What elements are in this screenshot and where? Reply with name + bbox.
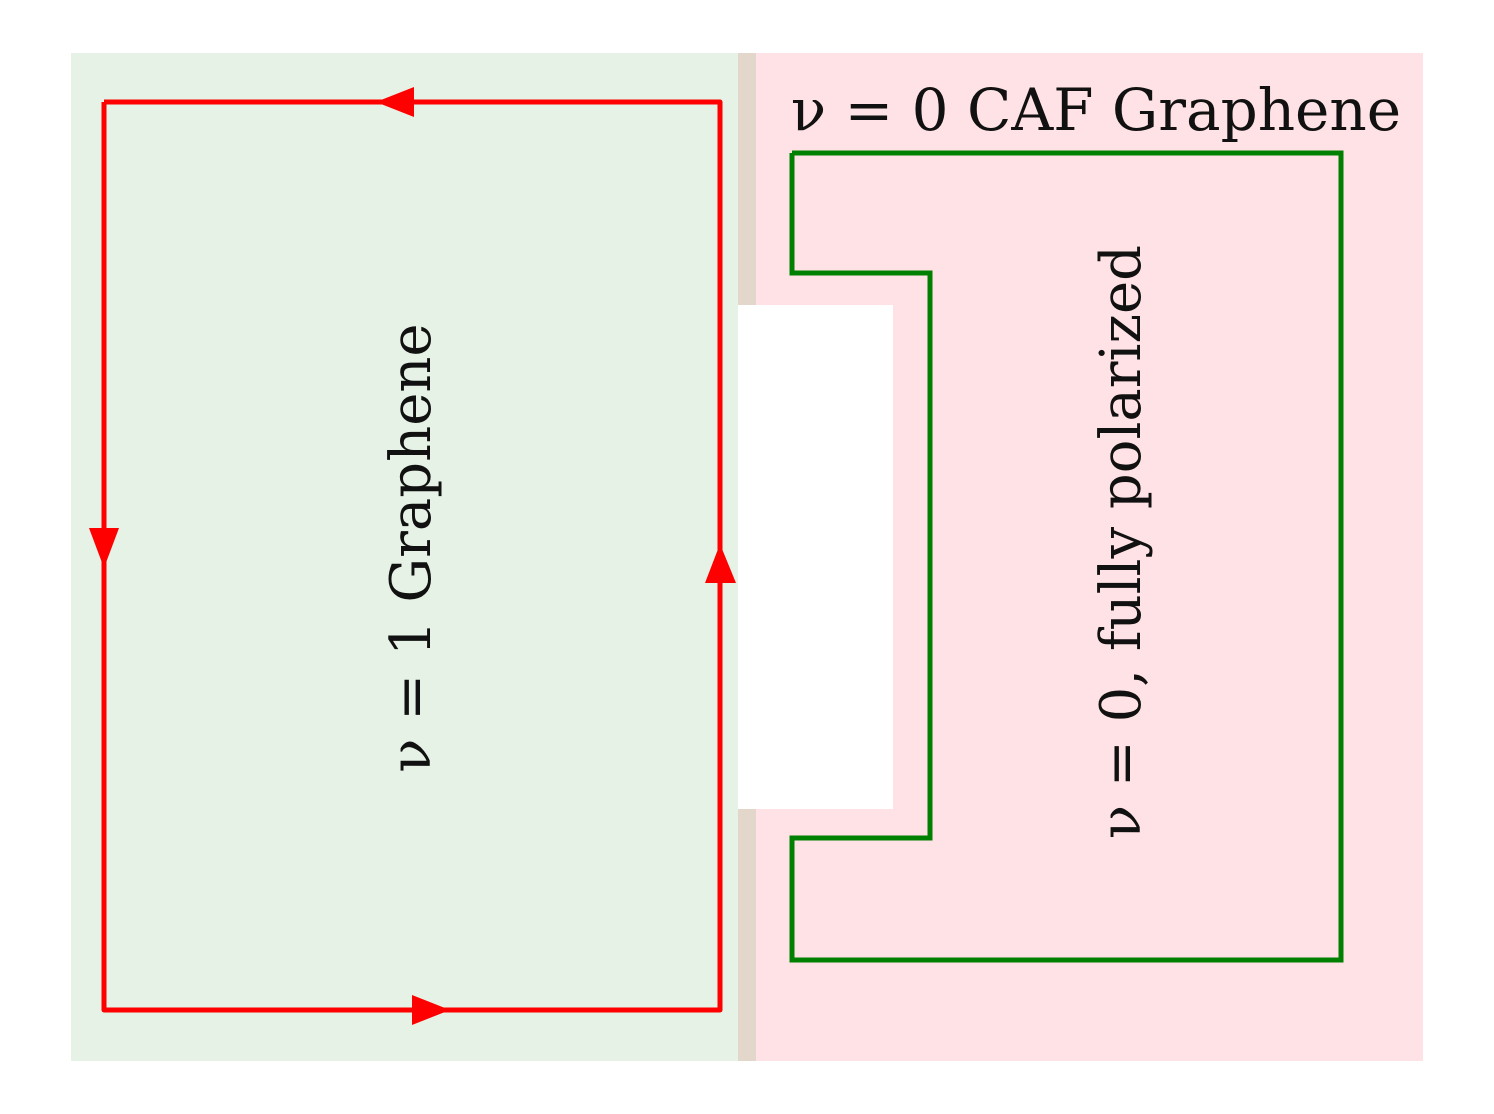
red-edge-loop [101,99,723,1013]
arrow-right-up-icon [705,544,736,583]
left-region-fill [71,53,741,1061]
right-region-label: ν = 0, fully polarized [1089,245,1154,839]
caf-title-label: ν = 0 CAF Graphene [791,76,1401,144]
arrow-bottom-right-icon [412,995,450,1025]
arrow-top-left-icon [376,87,414,117]
arrow-left-down-icon [89,528,119,568]
notch-gap [738,305,893,809]
green-boundary [789,150,1344,963]
left-region-label: ν = 1 Graphene [379,323,444,772]
